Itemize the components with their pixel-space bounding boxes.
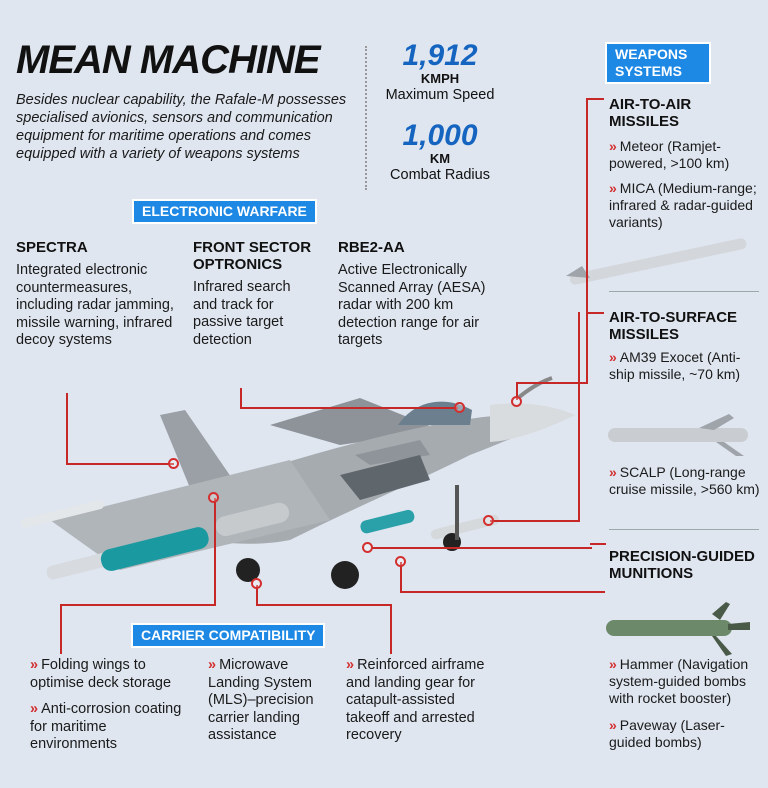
- carrier-col-1: »Folding wings to optimise deck storage …: [30, 657, 190, 754]
- stat-label: Maximum Speed: [385, 87, 495, 103]
- weapon-item: »SCALP (Long-range cruise missile, >560 …: [609, 464, 761, 498]
- leader-line: [578, 312, 580, 522]
- leader-line: [256, 604, 391, 606]
- electronic-warfare-tag: ELECTRONIC WARFARE: [132, 199, 317, 224]
- leader-line: [590, 543, 606, 545]
- hammer-bomb-illustration: [606, 602, 750, 656]
- exocet-missile-illustration: [608, 414, 748, 456]
- bullet-icon: »: [609, 717, 617, 733]
- weapon-item-text: Meteor (Ramjet-powered, >100 km): [609, 138, 730, 171]
- bullet-icon: »: [609, 656, 617, 672]
- weapon-item: »MICA (Medium-range; infrared & radar-gu…: [609, 180, 761, 231]
- bullet-icon: »: [609, 349, 617, 365]
- carrier-item-text: Folding wings to optimise deck storage: [30, 657, 172, 691]
- callout-marker: [168, 458, 179, 469]
- leader-line: [400, 562, 402, 592]
- leader-line: [214, 498, 216, 605]
- intro-text: Besides nuclear capability, the Rafale-M…: [16, 92, 347, 162]
- stat-max-speed: 1,912 KMPH Maximum Speed: [375, 40, 505, 104]
- bullet-icon: »: [208, 657, 217, 673]
- leader-line: [516, 382, 518, 400]
- callout-marker: [208, 492, 219, 503]
- section-divider: [609, 529, 759, 530]
- meteor-missile-illustration: [566, 238, 747, 285]
- stat-value: 1,912: [402, 39, 478, 72]
- leader-line: [372, 547, 592, 549]
- ew-item-title: SPECTRA: [16, 239, 88, 256]
- carrier-compatibility-tag: CARRIER COMPATIBILITY: [131, 623, 326, 648]
- leader-line: [240, 407, 458, 409]
- leader-line: [60, 604, 62, 654]
- header-divider: [365, 46, 367, 190]
- callout-marker: [483, 515, 494, 526]
- carrier-item-text: Reinforced airframe and landing gear for…: [346, 657, 485, 743]
- callout-marker: [395, 556, 406, 567]
- carrier-item: »Reinforced airframe and landing gear fo…: [346, 657, 486, 745]
- bullet-icon: »: [609, 138, 617, 154]
- bullet-icon: »: [346, 657, 355, 673]
- leader-line: [256, 585, 258, 605]
- air-to-air-section: AIR-TO-AIR MISSILES »Meteor (Ramjet-powe…: [609, 96, 761, 231]
- stat-combat-radius: 1,000 KM Combat Radius: [375, 120, 505, 184]
- leader-line: [516, 382, 588, 384]
- ew-item-title: FRONT SECTOR OPTRONICS: [193, 239, 312, 273]
- page-title: MEAN MACHINE: [16, 38, 321, 82]
- callout-marker: [362, 542, 373, 553]
- ew-item-rbe2: RBE2-AA Active Electronically Scanned Ar…: [338, 239, 493, 350]
- weapon-item: »Meteor (Ramjet-powered, >100 km): [609, 138, 761, 172]
- ew-item-title: RBE2-AA: [338, 239, 405, 256]
- precision-items: »Hammer (Navigation system-guided bombs …: [609, 656, 764, 751]
- carrier-item-text: Microwave Landing System (MLS)–precision…: [208, 657, 314, 743]
- carrier-item-text: Anti-corrosion coating for maritime envi…: [30, 701, 182, 752]
- leader-line: [586, 98, 604, 100]
- weapon-item-text: MICA (Medium-range; infrared & radar-gui…: [609, 180, 757, 230]
- leader-line: [390, 604, 392, 654]
- ew-item-spectra: SPECTRA Integrated electronic countermea…: [16, 239, 176, 350]
- precision-munitions-section: PRECISION-GUIDED MUNITIONS: [609, 548, 761, 582]
- carrier-item: »Microwave Landing System (MLS)–precisio…: [208, 657, 326, 745]
- bullet-icon: »: [30, 701, 39, 717]
- bullet-icon: »: [30, 657, 39, 673]
- leader-line: [588, 312, 604, 314]
- weapons-systems-tag: WEAPONS SYSTEMS: [605, 42, 711, 84]
- leader-line: [490, 520, 580, 522]
- ew-item-text: Infrared search and track for passive ta…: [193, 279, 291, 348]
- weapon-item: »AM39 Exocet (Anti-ship missile, ~70 km): [609, 349, 761, 383]
- carrier-item: »Folding wings to optimise deck storage: [30, 657, 190, 692]
- bullet-icon: »: [609, 180, 617, 196]
- carrier-item: »Anti-corrosion coating for maritime env…: [30, 701, 190, 754]
- stat-unit: KM: [429, 151, 451, 166]
- section-title: AIR-TO-AIR MISSILES: [609, 96, 692, 130]
- rafale-aircraft-illustration: [20, 376, 575, 589]
- callout-marker: [511, 396, 522, 407]
- callout-marker: [454, 402, 465, 413]
- leader-line: [400, 591, 605, 593]
- weapon-item-text: SCALP (Long-range cruise missile, >560 k…: [609, 464, 760, 497]
- air-to-surface-section: AIR-TO-SURFACE MISSILES »AM39 Exocet (An…: [609, 309, 761, 383]
- stat-value: 1,000: [402, 119, 478, 152]
- weapon-item: »Hammer (Navigation system-guided bombs …: [609, 656, 764, 707]
- leader-line: [66, 463, 174, 465]
- section-title: AIR-TO-SURFACE MISSILES: [609, 309, 738, 343]
- section-title: PRECISION-GUIDED MUNITIONS: [609, 548, 755, 582]
- weapon-item-text: AM39 Exocet (Anti-ship missile, ~70 km): [609, 349, 741, 382]
- leader-line: [240, 388, 242, 408]
- ew-item-optronics: FRONT SECTOR OPTRONICS Infrared search a…: [193, 239, 313, 349]
- leader-line: [586, 98, 588, 383]
- stat-label: Combat Radius: [390, 167, 490, 183]
- bullet-icon: »: [609, 464, 617, 480]
- carrier-col-3: »Reinforced airframe and landing gear fo…: [346, 657, 486, 745]
- weapon-item-text: Hammer (Navigation system-guided bombs w…: [609, 656, 749, 706]
- callout-marker: [251, 578, 262, 589]
- ew-item-text: Active Electronically Scanned Array (AES…: [338, 262, 486, 348]
- carrier-col-2: »Microwave Landing System (MLS)–precisio…: [208, 657, 326, 745]
- leader-line: [66, 393, 68, 463]
- ew-item-text: Integrated electronic countermeasures, i…: [16, 262, 174, 348]
- weapon-item: »Paveway (Laser-guided bombs): [609, 717, 764, 751]
- leader-line: [60, 604, 216, 606]
- weapons-systems-label: WEAPONS SYSTEMS: [615, 46, 688, 79]
- section-divider: [609, 291, 759, 292]
- stat-unit: KMPH: [420, 71, 460, 86]
- weapon-item-text: Paveway (Laser-guided bombs): [609, 717, 725, 750]
